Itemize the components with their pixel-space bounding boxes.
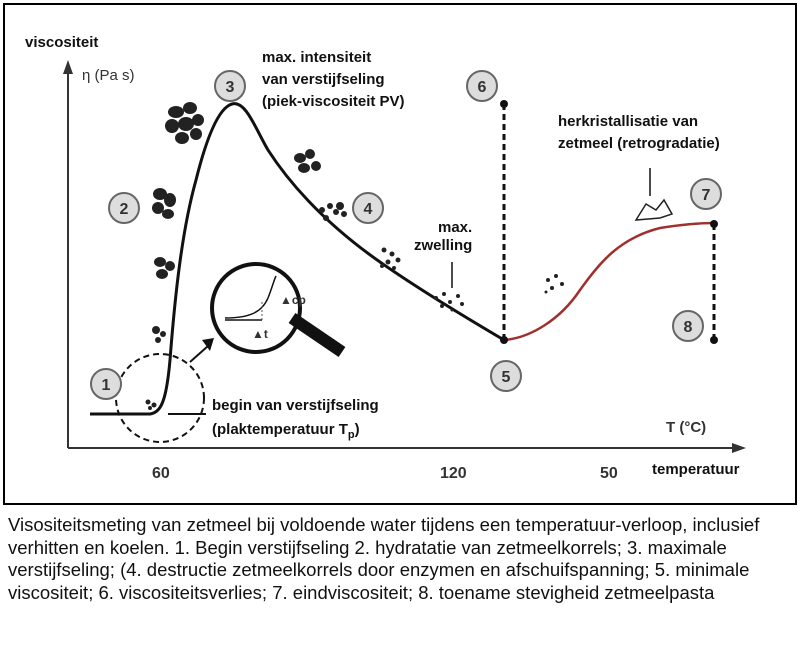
caption-text: Visositeitsmeting van zetmeel bij voldoe… (8, 514, 760, 603)
x-tick-60: 60 (152, 465, 170, 482)
retrogradation-annotation: herkristallisatie van zetmeel (retrograd… (558, 113, 720, 152)
magnifier-icon (210, 262, 346, 357)
viscosity-minimum-dot (500, 336, 508, 344)
svg-text:herkristallisatie van: herkristallisatie van (558, 113, 698, 130)
svg-text:8: 8 (684, 319, 693, 336)
onset-highlight-circle (115, 353, 205, 443)
inset-t-label: ▲t (252, 327, 268, 341)
granule-cluster-broken-1 (319, 202, 347, 221)
peak-annotation: max. intensiteit van verstijfseling (pie… (262, 49, 405, 110)
granule-clusters (145, 102, 564, 410)
x-axis-unit: T (°C) (666, 419, 706, 436)
svg-text:(plaktemperatuur Tp): (plaktemperatuur Tp) (212, 421, 360, 441)
svg-text:begin van verstijfseling: begin van verstijfseling (212, 397, 379, 414)
magnifier-arrow-head (202, 338, 214, 351)
diagram-frame (3, 3, 797, 505)
viscosity-curve-cooling (503, 221, 715, 342)
x-axis-title: temperatuur (652, 461, 740, 478)
granule-fragments-cooling (544, 274, 564, 294)
stage-marker-4: 4 (352, 192, 384, 224)
stage-marker-5: 5 (490, 360, 522, 392)
y-axis-unit: η (Pa s) (82, 67, 135, 84)
granule-cluster-3 (154, 257, 175, 279)
svg-text:5: 5 (502, 369, 511, 386)
stage-marker-8: 8 (672, 310, 704, 342)
granule-cluster-small (152, 326, 166, 343)
granule-cluster-broken-2 (380, 247, 401, 270)
x-tick-50: 50 (600, 465, 618, 482)
svg-text:6: 6 (478, 79, 487, 96)
svg-text:3: 3 (226, 79, 235, 96)
viscosity-curve-heating (90, 102, 505, 416)
svg-text:van verstijfseling: van verstijfseling (262, 71, 385, 88)
inset-cp-label: ▲cp (280, 293, 306, 307)
final-viscosity-dot (710, 220, 718, 228)
stage-marker-7: 7 (690, 178, 722, 210)
svg-text:zetmeel (retrogradatie): zetmeel (retrogradatie) (558, 135, 720, 152)
viscosity-loss-top-dot (500, 100, 508, 108)
onset-annotation: begin van verstijfseling (plaktemperatuu… (212, 397, 379, 441)
swelling-annotation: max. zwelling (414, 219, 472, 254)
svg-text:1: 1 (102, 377, 111, 394)
x-axis-arrow (732, 443, 746, 453)
x-tick-120: 120 (440, 465, 467, 482)
viscosity-diagram: viscositeit η (Pa s) T (°C) temperatuur … (25, 34, 746, 482)
svg-text:zwelling: zwelling (414, 237, 472, 254)
granule-fragments-swelling (434, 292, 464, 312)
granule-cluster-4 (294, 149, 321, 173)
svg-text:max.: max. (438, 219, 472, 236)
stage-marker-3: 3 (214, 70, 246, 102)
setback-bottom-dot (710, 336, 718, 344)
y-axis-arrow (63, 60, 73, 74)
svg-text:2: 2 (120, 201, 129, 218)
svg-text:4: 4 (364, 201, 373, 218)
granule-cluster-2 (152, 188, 176, 219)
retrogradation-crystal-icon (634, 198, 674, 221)
granule-cluster-onset (145, 399, 157, 410)
figure-caption: Visositeitsmeting van zetmeel bij voldoe… (8, 514, 794, 604)
y-axis-title: viscositeit (25, 34, 98, 51)
svg-text:(piek-viscositeit PV): (piek-viscositeit PV) (262, 93, 405, 110)
svg-text:max. intensiteit: max. intensiteit (262, 49, 371, 66)
magnifier-arrow-line (189, 345, 209, 363)
stage-marker-2: 2 (108, 192, 140, 224)
stage-marker-6: 6 (466, 70, 498, 102)
granule-cluster-peak (165, 102, 204, 144)
stage-marker-1: 1 (90, 368, 122, 400)
svg-text:7: 7 (702, 187, 711, 204)
